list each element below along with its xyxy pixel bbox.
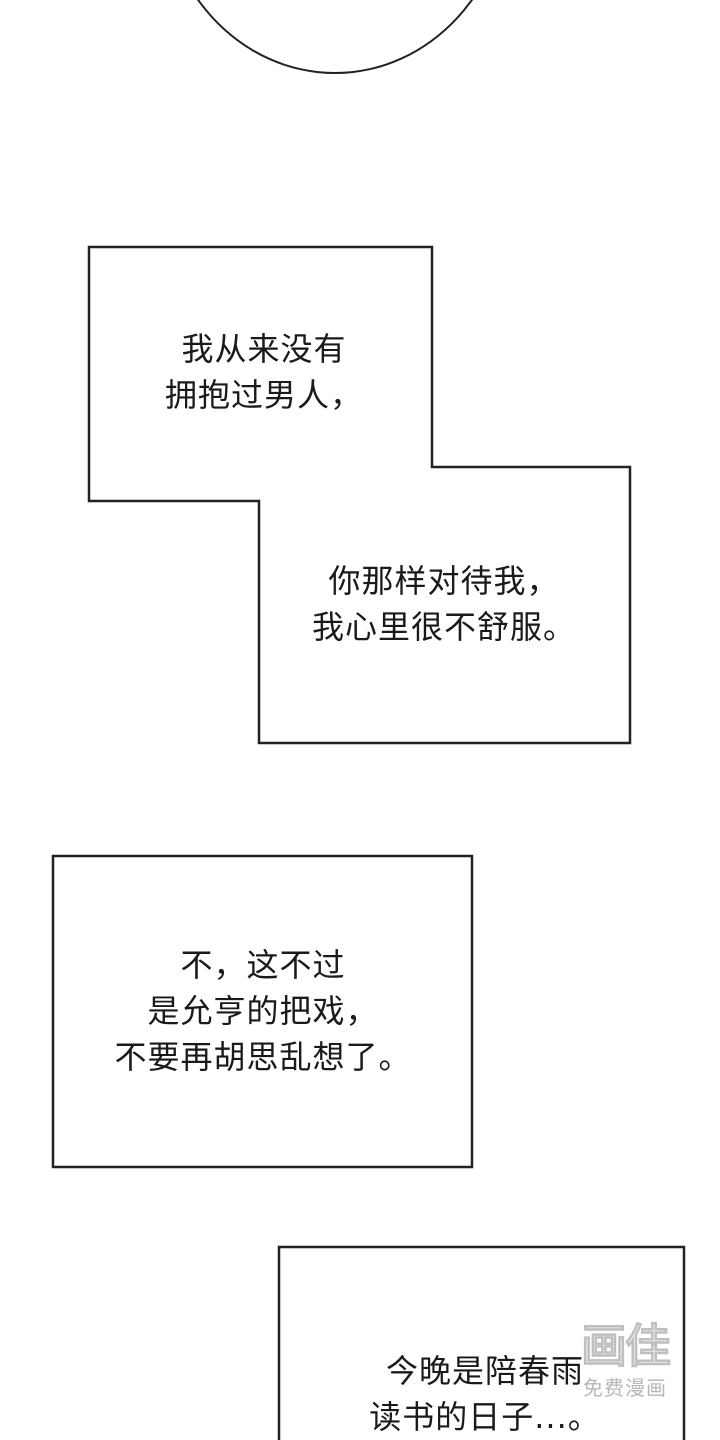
caption-line: 不要再胡思乱想了。 [114,1038,412,1076]
watermark-logo: 画佳 免费漫画 [560,1318,690,1414]
caption-box-4 [277,1245,686,1440]
caption-text-1: 我从来没有 拥抱过男人， [139,326,389,418]
caption-text-2: 你那样对待我， 我心里很不舒服。 [288,558,600,650]
watermark-logo-text: 画佳 [581,1319,672,1374]
caption-line: 我从来没有 [181,330,347,368]
caption-text-4: 今晚是陪春雨 读书的日子...。 [340,1348,630,1440]
caption-box-double [87,245,632,745]
caption-line: 是允亨的把戏， [147,992,379,1030]
caption-line: 我心里很不舒服。 [311,608,576,646]
watermark-subtitle: 免费漫画 [583,1376,667,1400]
caption-line: 拥抱过男人， [164,376,363,414]
caption-text-3: 不，这不过 是允亨的把戏， 不要再胡思乱想了。 [88,942,438,1080]
caption-line: 不，这不过 [180,946,346,984]
caption-line: 今晚是陪春雨 [385,1352,584,1390]
caption-box-3 [51,854,474,1169]
caption-line: 你那样对待我， [328,562,560,600]
caption-line: 读书的日子...。 [369,1398,601,1436]
